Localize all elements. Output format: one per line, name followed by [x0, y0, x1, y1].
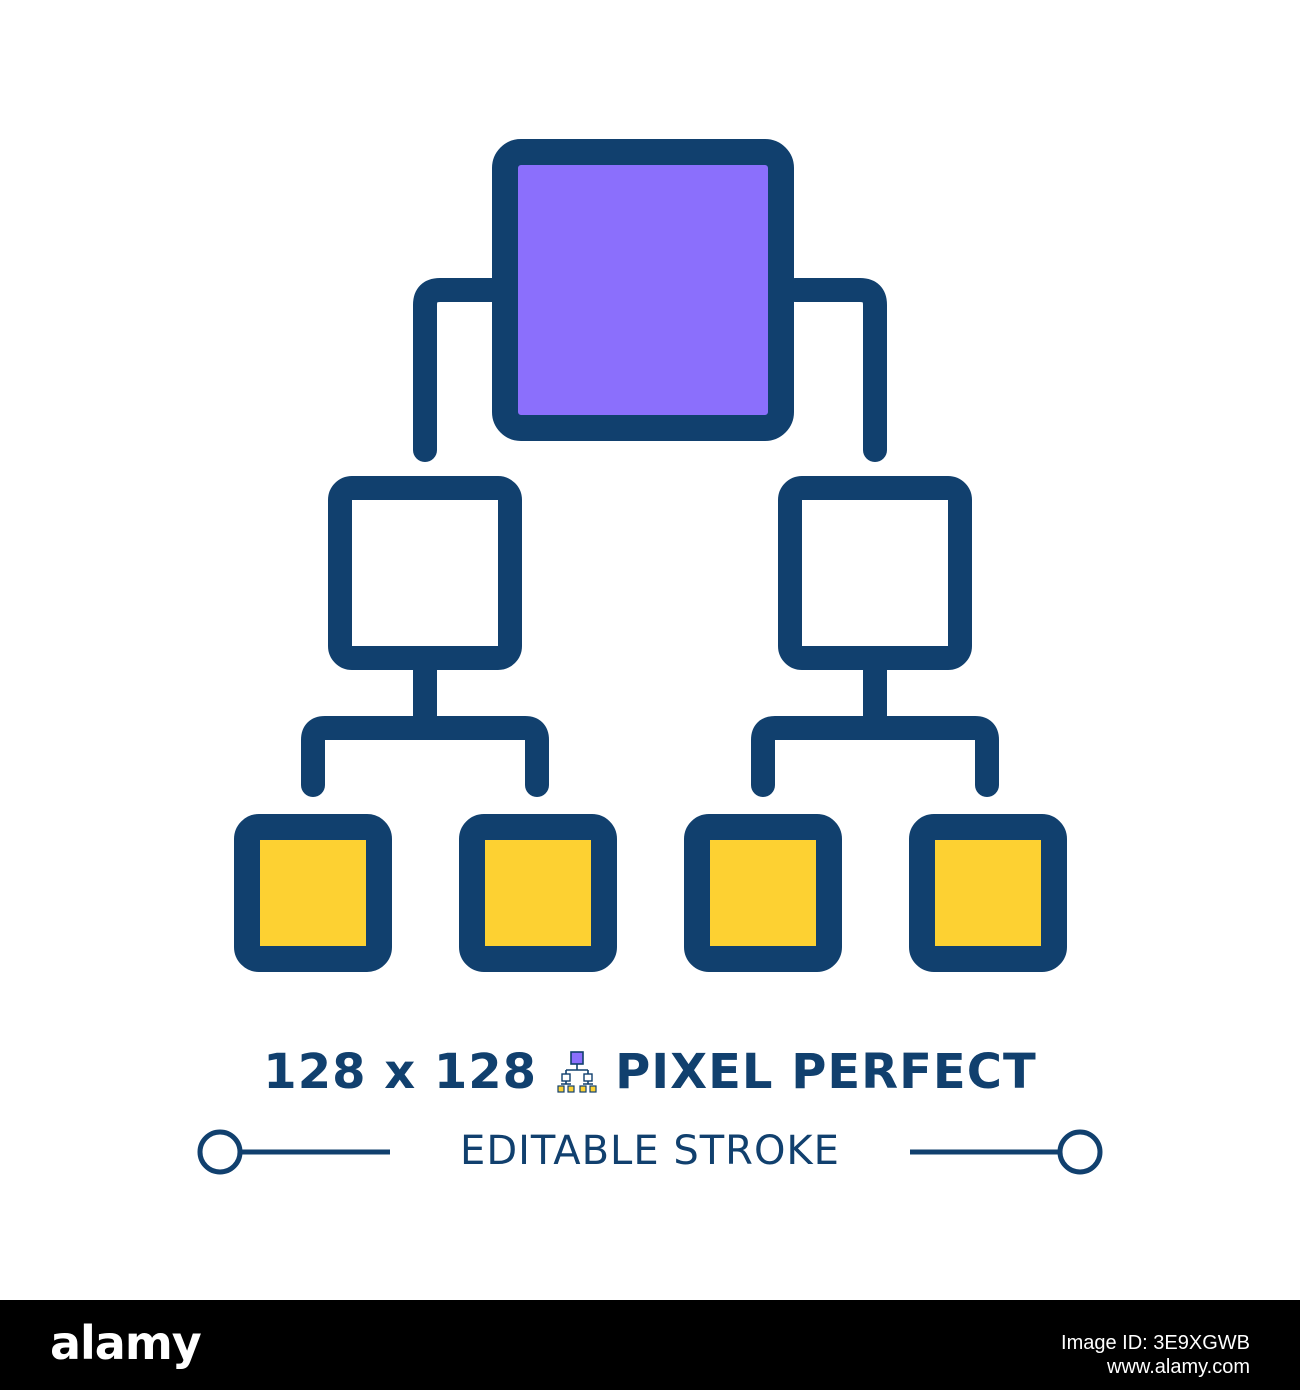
- image-id-text: Image ID: 3E9XGWB: [1061, 1332, 1250, 1354]
- hierarchy-structure-icon: [234, 139, 1067, 972]
- root-node: [492, 139, 794, 441]
- stroke-decoration: [197, 1129, 1103, 1175]
- headline-text: PIXEL PERFECT: [615, 1044, 1037, 1100]
- subline-text: EDITABLE STROKE: [460, 1128, 840, 1174]
- site-url-text: www.alamy.com: [1107, 1356, 1250, 1378]
- size-caption: 128 x 128 PIXEL PERFECT: [0, 1040, 1300, 1104]
- connector-root-right: [783, 278, 887, 462]
- connector-mid-right-branch: [751, 716, 999, 797]
- mid-node-right: [778, 476, 972, 670]
- watermark-footer: alamy Image ID: 3E9XGWB www.alamy.com: [0, 1300, 1300, 1390]
- editable-stroke-caption: EDITABLE STROKE: [0, 1120, 1300, 1184]
- leaf-node-3: [684, 814, 842, 972]
- leaf-node-1: [234, 814, 392, 972]
- size-text: 128 x 128: [263, 1044, 538, 1100]
- brand-logo: alamy: [50, 1316, 202, 1370]
- leaf-node-4: [909, 814, 1067, 972]
- left-endpoint-circle: [197, 1129, 243, 1175]
- mini-hierarchy-icon: [557, 1051, 597, 1093]
- mid-node-left: [328, 476, 522, 670]
- connector-mid-left-branch: [301, 716, 549, 797]
- connector-root-left: [413, 278, 517, 462]
- leaf-node-2: [459, 814, 617, 972]
- right-endpoint-circle: [1057, 1129, 1103, 1175]
